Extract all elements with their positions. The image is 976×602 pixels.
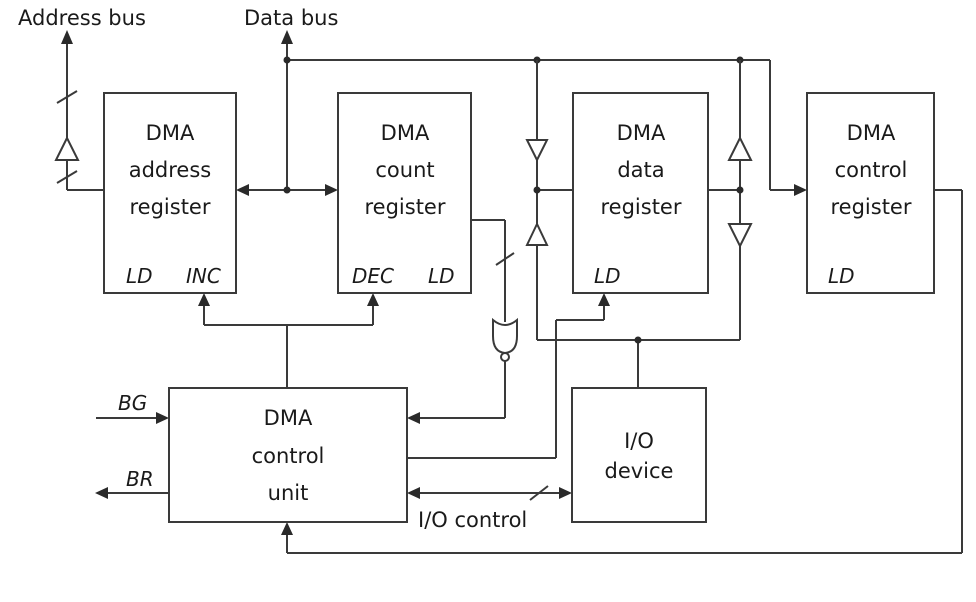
inc-dec-control-line [198, 293, 379, 388]
junction-dot [736, 186, 744, 194]
data-ld-control-line [407, 293, 610, 459]
svg-text:device: device [605, 459, 674, 483]
svg-text:count: count [375, 158, 434, 182]
io-control-line [407, 485, 572, 501]
nor-gate-icon [492, 317, 518, 355]
buffer-down-icon [525, 139, 549, 163]
bg-line [96, 412, 169, 424]
svg-text:I/O: I/O [624, 429, 654, 453]
svg-text:control: control [252, 444, 325, 468]
nor-gate-bubble-icon [500, 352, 510, 362]
svg-text:register: register [601, 195, 682, 219]
ld-label: LD [428, 264, 455, 288]
svg-text:control: control [835, 158, 908, 182]
svg-text:data: data [617, 158, 664, 182]
svg-text:DMA: DMA [617, 121, 666, 145]
junction-dot [283, 56, 291, 64]
dma-count-register: DMA count register DEC LD [337, 92, 472, 294]
br-label: BR [126, 467, 154, 491]
data-bus-line [281, 30, 807, 196]
svg-text:register: register [130, 195, 211, 219]
dec-label: DEC [352, 264, 394, 288]
io-device: I/O device [571, 387, 707, 523]
svg-text:address: address [129, 158, 212, 182]
count-zero-line [407, 219, 515, 424]
io-control-label: I/O control [418, 508, 527, 532]
svg-text:DMA: DMA [847, 121, 896, 145]
dma-control-register: DMA control register LD [806, 92, 935, 294]
buffer-up-icon [525, 221, 549, 246]
dma-control-unit: DMA control unit [168, 387, 408, 523]
junction-dot [283, 186, 291, 194]
ld-label: LD [594, 264, 621, 288]
dma-address-register: DMA address register LD INC [103, 92, 237, 294]
svg-text:DMA: DMA [381, 121, 430, 145]
address-buffer-icon [54, 135, 80, 161]
svg-text:register: register [831, 195, 912, 219]
svg-text:DMA: DMA [146, 121, 195, 145]
data-register-right-bus [708, 60, 741, 340]
data-bus-label: Data bus [244, 6, 338, 30]
buffer-up-icon [727, 135, 753, 161]
svg-text:unit: unit [268, 481, 309, 505]
inc-label: INC [186, 264, 221, 288]
bg-label: BG [118, 391, 147, 415]
br-line [95, 487, 169, 499]
address-bus-label: Address bus [18, 6, 146, 30]
junction-dot [634, 336, 642, 344]
address-bus-line [56, 30, 104, 191]
dma-data-register: DMA data register LD [572, 92, 709, 294]
control-register-feedback-line [281, 189, 963, 554]
junction-dot [533, 186, 541, 194]
svg-text:DMA: DMA [264, 406, 313, 430]
ld-label: LD [828, 264, 855, 288]
ld-label: LD [126, 264, 153, 288]
buffer-down-icon [727, 223, 753, 249]
svg-text:register: register [365, 195, 446, 219]
